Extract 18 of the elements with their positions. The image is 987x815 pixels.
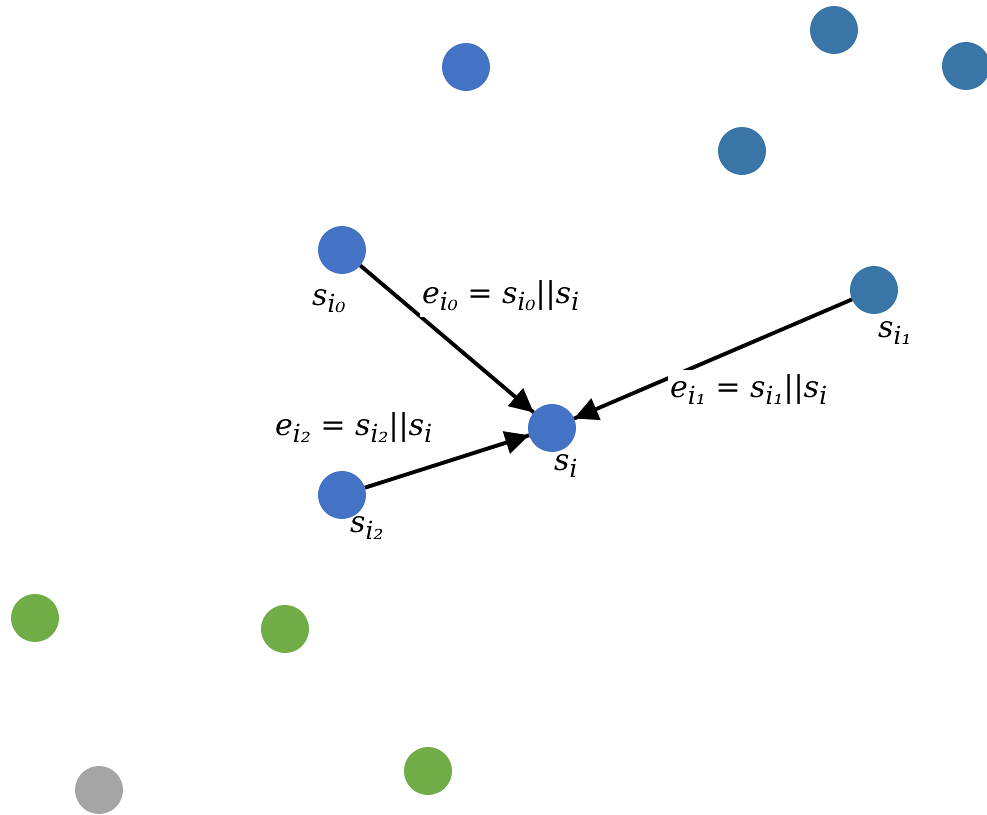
- arrow: [364, 431, 530, 490]
- dot-node: [75, 766, 123, 814]
- dot-node: [942, 42, 987, 90]
- dot-node: [11, 594, 59, 642]
- node-caption: s$_{i₂}$: [350, 505, 384, 546]
- node-caption: s$_{i}$: [554, 443, 578, 484]
- arrow: [573, 298, 853, 420]
- node-caption: s$_{i₀}$: [312, 278, 346, 319]
- dot-node: [261, 605, 309, 653]
- dot-node: [404, 747, 452, 795]
- arrow: [359, 264, 535, 414]
- dot-node: [528, 404, 576, 452]
- dot-node: [850, 266, 898, 314]
- dot-node: [442, 43, 490, 91]
- dot-node: [318, 226, 366, 274]
- dot-node: [718, 127, 766, 175]
- node-caption: s$_{i₁}$: [878, 310, 912, 351]
- dot-node: [810, 6, 858, 54]
